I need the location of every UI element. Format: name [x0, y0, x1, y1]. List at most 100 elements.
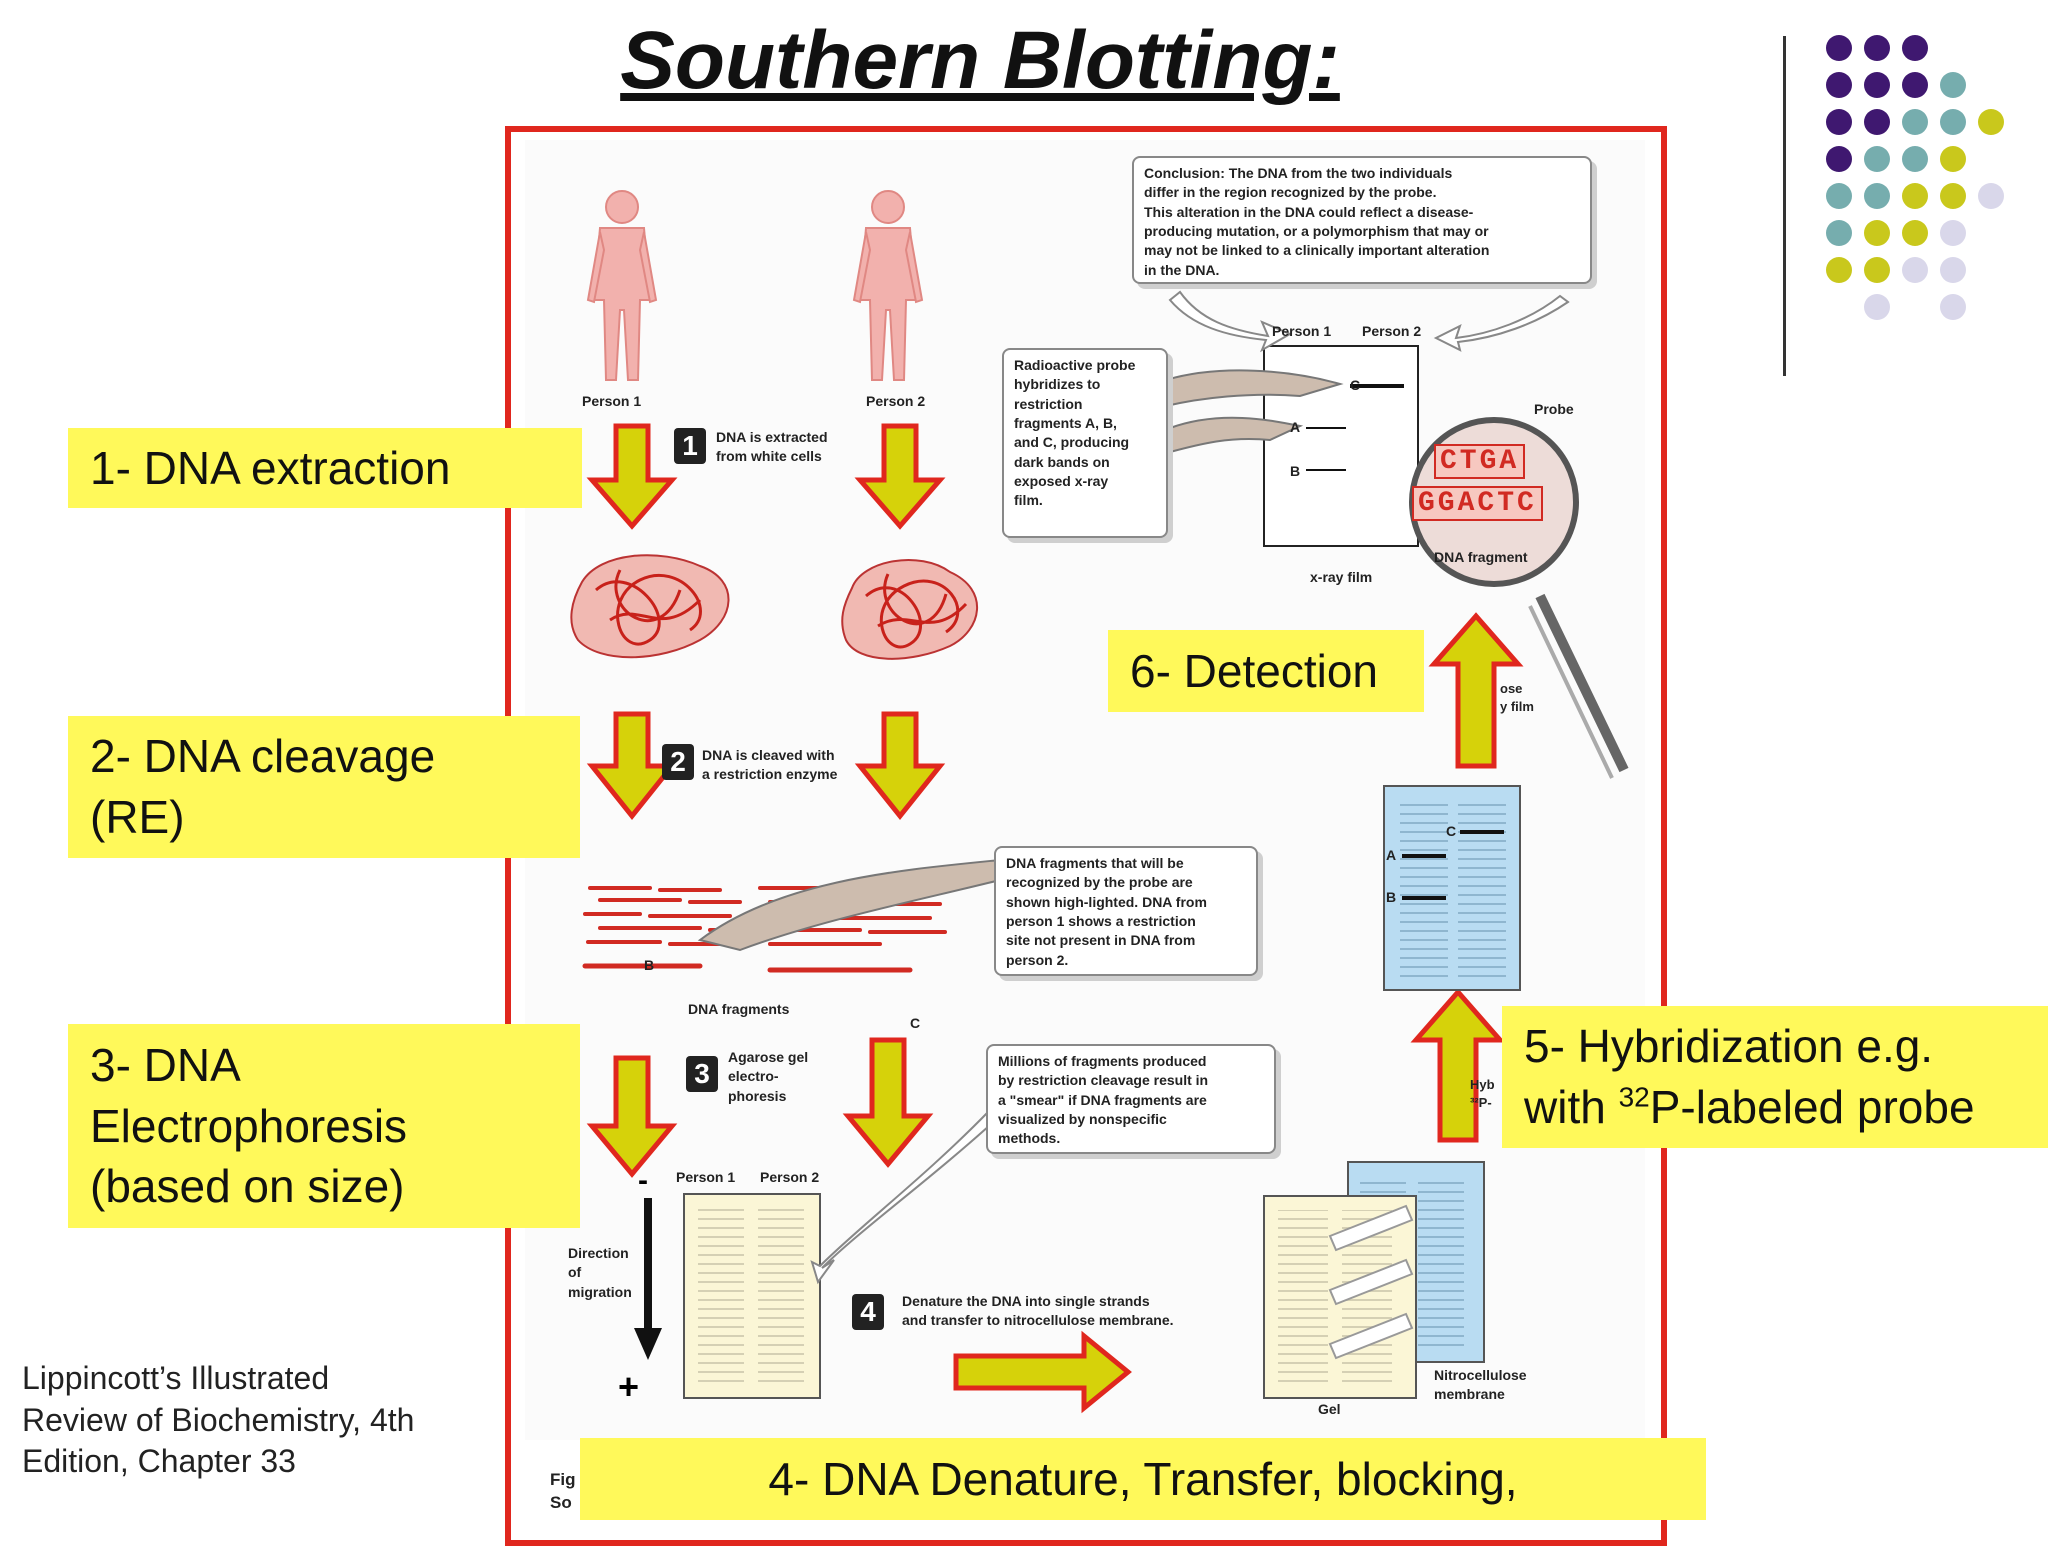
xray-band-c-label: C	[1350, 377, 1361, 393]
dot	[1902, 146, 1928, 172]
step-4-caption-line1: Denature the DNA into single strands	[902, 1293, 1150, 1309]
step-5-rest: P-labeled probe	[1649, 1081, 1975, 1133]
fragments-line: person 2.	[1006, 951, 1069, 968]
gel-lane-1	[698, 1206, 744, 1386]
partial-hyb-line2: ³²P-	[1470, 1094, 1492, 1110]
radioactive-probe-callout: Radioactive probe hybridizes to restrict…	[1002, 348, 1168, 538]
dot	[1864, 35, 1890, 61]
step-3-caption-line3: phoresis	[728, 1087, 787, 1104]
dot	[1940, 146, 1966, 172]
dot	[1826, 220, 1852, 246]
step-3-caption: Agarose gel electro- phoresis	[728, 1048, 808, 1106]
step-3-caption-line2: electro-	[728, 1068, 779, 1085]
transfer-arrows	[1328, 1204, 1414, 1360]
fragments-line: DNA fragments that will be	[1006, 855, 1184, 871]
membrane-band-a-label: A	[1386, 847, 1397, 863]
direction-line1: Direction	[568, 1245, 629, 1261]
step-3-caption-line1: Agarose gel	[728, 1049, 809, 1065]
dot	[1902, 35, 1928, 61]
direction-of-migration-label: Direction of migration	[568, 1244, 632, 1302]
nitrocellulose-line1: Nitrocellulose	[1434, 1367, 1527, 1383]
dot	[1864, 72, 1890, 98]
probe-sequence: CTGA	[1434, 444, 1526, 479]
dot	[1978, 183, 2004, 209]
step-5-line1: 5- Hybridization e.g.	[1524, 1020, 1934, 1073]
step-6-text: 6- Detection	[1130, 644, 1379, 697]
millions-line: by restriction cleavage result in	[998, 1072, 1209, 1089]
step-1-label: 1- DNA extraction	[68, 428, 582, 508]
fragments-recognized-callout: DNA fragments that will be recognized by…	[994, 846, 1258, 976]
radioactive-line: Radioactive probe	[1014, 357, 1136, 373]
dot	[1940, 220, 1966, 246]
nitrocellulose-line2: membrane	[1434, 1386, 1505, 1403]
dna-blob-person-1	[570, 554, 730, 659]
step-4-caption: Denature the DNA into single strands and…	[902, 1292, 1174, 1331]
nitrocellulose-label: Nitrocellulose membrane	[1434, 1366, 1527, 1405]
radioactive-line: and C, producing	[1014, 434, 1130, 451]
gel-lane-2	[758, 1206, 804, 1386]
probe-label: Probe	[1534, 401, 1574, 417]
dot	[1826, 109, 1852, 135]
dot	[1940, 183, 1966, 209]
dot	[1902, 183, 1928, 209]
gel-person-2-label: Person 2	[760, 1169, 820, 1185]
conclusion-line: Conclusion: The DNA from the two individ…	[1144, 165, 1453, 181]
dot	[1864, 146, 1890, 172]
step-4-caption-line2: and transfer to nitrocellulose membrane.	[902, 1312, 1174, 1329]
step-5-isotope: 32	[1618, 1081, 1650, 1113]
millions-callout-arrow	[810, 1108, 1002, 1285]
xray-band-a-label: A	[1290, 419, 1301, 435]
dot	[1978, 109, 2004, 135]
xray-person-2-label: Person 2	[1362, 323, 1422, 339]
dot	[1902, 109, 1928, 135]
xray-band-b-label: B	[1290, 463, 1301, 479]
step-2-caption-line2: a restriction enzyme	[702, 766, 838, 783]
step-6-label: 6- Detection	[1108, 630, 1424, 712]
dot	[1826, 183, 1852, 209]
gel-person-1-label: Person 1	[676, 1169, 736, 1185]
millions-line: methods.	[998, 1130, 1061, 1147]
conclusion-arrow-right	[1433, 294, 1570, 352]
fragments-line: person 1 shows a restriction	[1006, 912, 1196, 929]
page-title: Southern Blotting:	[620, 15, 1340, 106]
person-2-label: Person 2	[866, 393, 926, 409]
dot	[1864, 220, 1890, 246]
step-1-text: 1- DNA extraction	[90, 441, 451, 494]
dot	[1940, 257, 1966, 283]
xray-film-label: x-ray film	[1310, 569, 1373, 585]
millions-line: a "smear" if DNA fragments are	[998, 1091, 1207, 1108]
fragments-callout-wedge	[697, 858, 1001, 952]
step-2-badge: 2	[662, 744, 694, 780]
step-5-label: 5- Hybridization e.g. with 32P-labeled p…	[1502, 1006, 2048, 1148]
step-1-caption-line2: from white cells	[716, 448, 822, 465]
citation-line3: Edition, Chapter 33	[22, 1443, 296, 1480]
xray-person-1-label: Person 1	[1272, 323, 1332, 339]
dot	[1940, 109, 1966, 135]
step-2-label: 2- DNA cleavage (RE)	[68, 716, 580, 858]
dot	[1902, 257, 1928, 283]
dot	[1826, 35, 1852, 61]
dot	[1826, 146, 1852, 172]
millions-line: visualized by nonspecific	[998, 1110, 1167, 1127]
dot	[1902, 220, 1928, 246]
partial-ose-label: ose y film	[1500, 680, 1534, 716]
membrane-band-b-label: B	[1386, 889, 1397, 905]
fragments-line: shown high-lighted. DNA from	[1006, 893, 1207, 910]
dot	[1940, 294, 1966, 320]
millions-fragments-callout: Millions of fragments produced by restri…	[986, 1044, 1276, 1154]
dot	[1864, 257, 1890, 283]
radioactive-line: restriction	[1014, 395, 1083, 412]
dna-fragment-label: DNA fragment	[1434, 549, 1528, 565]
migration-arrowhead	[634, 1328, 662, 1360]
step-1-badge: 1	[674, 428, 706, 464]
process-arrows	[586, 423, 1524, 1414]
minus-pole: -	[638, 1164, 648, 1197]
step-4-badge: 4	[852, 1294, 884, 1330]
plus-pole: +	[618, 1366, 640, 1407]
dot	[1864, 109, 1890, 135]
dot	[1902, 72, 1928, 98]
dot	[1864, 294, 1890, 320]
step-4-text: 4- DNA Denature, Transfer, blocking,	[768, 1452, 1518, 1505]
step-3-label: 3- DNA Electrophoresis (based on size)	[68, 1024, 580, 1228]
partial-fig-line2: So	[550, 1493, 572, 1513]
